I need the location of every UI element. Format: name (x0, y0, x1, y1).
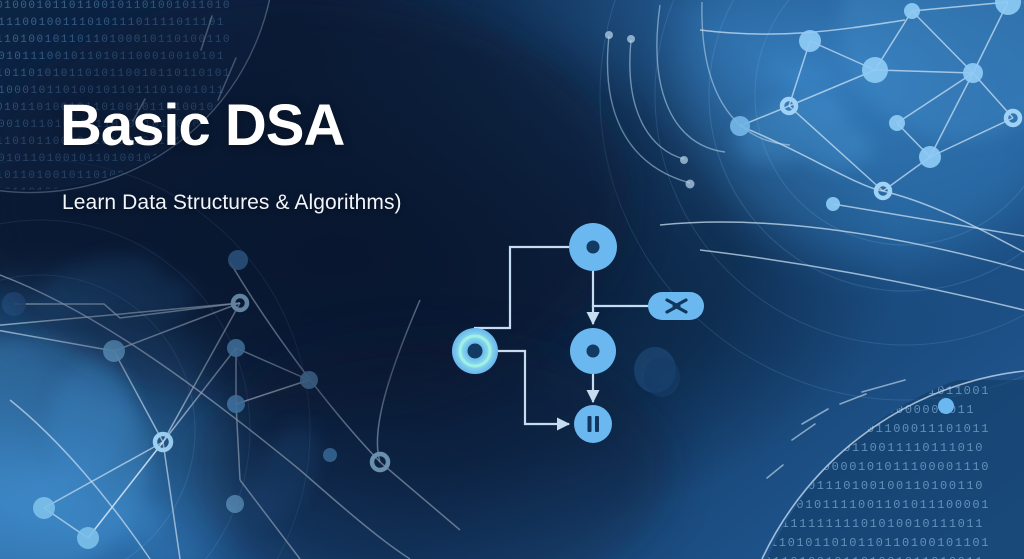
svg-text:0011111111101010010111011: 0011111111101010010111011 (764, 517, 984, 531)
disc-node-icon[interactable] (570, 328, 616, 374)
page-title: Basic DSA (60, 93, 345, 158)
edge-target-to-pause (496, 349, 570, 431)
flowchart-diagram (452, 223, 704, 443)
svg-text:0110100101101001011010011: 0110100101101001011010011 (764, 555, 984, 559)
flow-connectors (473, 245, 650, 431)
arc-endpoint-dot (938, 398, 954, 414)
edge-start-to-target (473, 245, 571, 330)
network-graph-top-right (659, 0, 1024, 311)
arc-bottom-right (761, 370, 1024, 559)
decorative-cylinder-blob (634, 347, 680, 397)
hero-text-block: Basic DSA Learn Data Structures & Algori… (60, 93, 402, 215)
svg-text:1110101111001101011100001: 1110101111001101011100001 (770, 498, 990, 512)
disc-node-icon[interactable] (569, 223, 617, 271)
arc-endpoint-dots (605, 31, 695, 189)
page-subtitle: Learn Data Structures & Algorithms) (62, 190, 402, 214)
arc-dashes-bottom-right (766, 379, 906, 479)
shuffle-icon[interactable] (648, 292, 704, 320)
svg-text:1101001110100100110100110: 1101001110100100110100110 (764, 479, 984, 493)
pause-node-icon[interactable] (574, 405, 612, 443)
svg-text:1101011010110110100101101: 1101011010110110100101101 (770, 536, 990, 550)
target-node-icon[interactable] (452, 328, 498, 374)
